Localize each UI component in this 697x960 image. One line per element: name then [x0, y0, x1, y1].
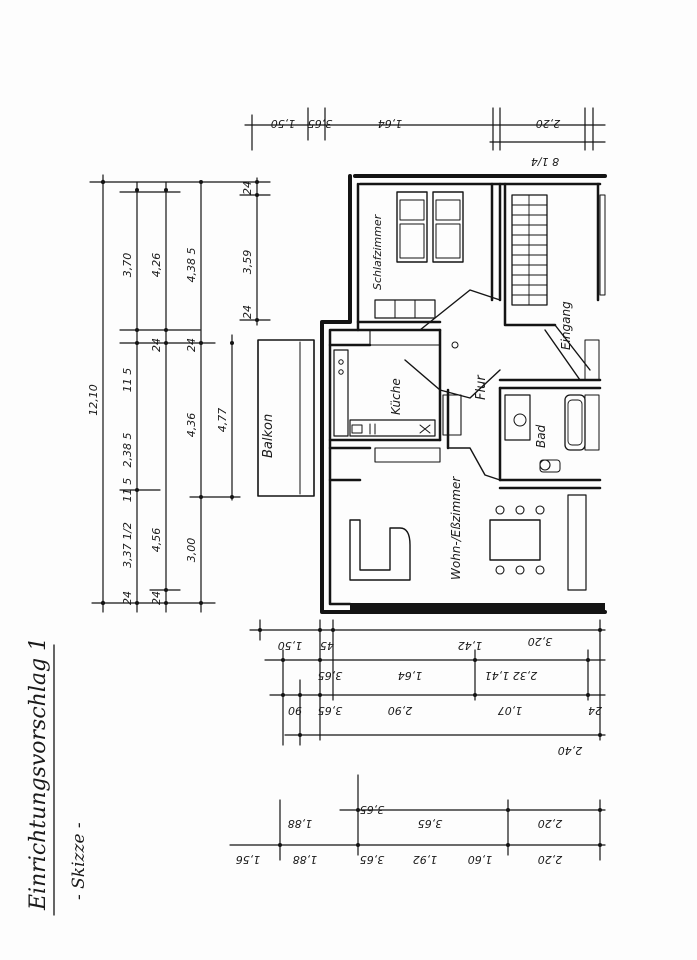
dim-side-0: 4,77 — [216, 408, 229, 433]
dim-b5-2: 3,65 — [418, 817, 443, 830]
sheet-subtitle: - Skizze - — [69, 822, 89, 900]
left-dimension-labels: 12,10 24 3,37 1/2 11 5 2,38 5 11 5 3,70 … — [87, 181, 254, 605]
dim-b5-1: 1,88 — [288, 817, 313, 830]
dim-b2-1: 1,64 — [398, 669, 423, 682]
title-block: Einrichtungsvorschlag 1 - Skizze - — [26, 637, 89, 916]
dim-row1-3: 2,38 5 — [121, 433, 134, 468]
left-dimension-chains — [89, 174, 271, 613]
dim-top-2: 1,64 — [378, 117, 403, 130]
sheet-title: Einrichtungsvorschlag 1 — [26, 637, 51, 911]
dim-row2-2: 24 — [150, 338, 163, 352]
dim-b1-2: 1,42 — [458, 639, 483, 652]
dim-b6-3: 1,92 — [413, 853, 438, 866]
room-label-eingang: Eingang — [559, 301, 573, 350]
dimension-dots-bottom — [258, 628, 602, 847]
dim-row3-1: 4,36 — [185, 413, 198, 438]
dim-top-3: 2,20 — [536, 117, 561, 130]
dim-row1-4: 11 5 — [121, 368, 134, 393]
dim-b3-1: 3,65 — [318, 704, 343, 717]
room-label-kueche: Küche — [389, 378, 403, 415]
dim-row3-3: 4,38 5 — [185, 248, 198, 283]
dim-b3-3: 1,07 — [498, 704, 523, 717]
dim-b6-1: 1,88 — [293, 853, 318, 866]
dim-b1-1: 45 — [320, 639, 334, 652]
floor-plan — [257, 174, 607, 614]
dim-b6-5: 2,20 — [538, 853, 563, 866]
dim-b3-2: 2,90 — [388, 704, 413, 717]
dim-top-0: 1,50 — [271, 117, 296, 130]
dim-row1-0: 24 — [121, 591, 134, 605]
room-label-bad: Bad — [534, 424, 548, 448]
dim-b2-0: 3,65 — [318, 669, 343, 682]
room-labels: Schlafzimmer Balkon Küche Flur Eingang B… — [261, 213, 573, 580]
dim-row4-2: 24 — [241, 181, 254, 195]
dim-row1-1: 3,37 1/2 — [121, 522, 134, 568]
dim-b1-0: 1,50 — [278, 639, 303, 652]
dim-b2-2: 2,32 — [513, 669, 538, 682]
dim-b3-0: 90 — [288, 704, 302, 717]
dim-b3-4: 24 — [588, 704, 602, 717]
dim-row2-1: 4,56 — [150, 528, 163, 553]
dim-total: 12,10 — [87, 384, 100, 416]
dim-row1-5: 3,70 — [121, 253, 134, 278]
dim-row4-1: 3,59 — [241, 250, 254, 275]
dim-row3-0: 3,00 — [185, 538, 198, 563]
dim-b5-0: 3,65 — [360, 803, 385, 816]
bottom-dimension-labels: 1,50 45 1,42 3,20 3,65 1,64 2,32 1,41 90… — [236, 635, 602, 866]
dim-b4-0: 2,40 — [558, 744, 583, 757]
dim-b6-2: 3,65 — [360, 853, 385, 866]
dim-row2-0: 24 — [150, 591, 163, 605]
room-label-flur: Flur — [474, 374, 489, 400]
dim-b5-3: 2,20 — [538, 817, 563, 830]
dim-b1-3: 3,20 — [528, 635, 553, 648]
dim-b2-3: 1,41 — [485, 669, 510, 682]
top-dimension-chain — [244, 107, 606, 151]
dim-b6-4: 1,60 — [468, 853, 493, 866]
room-label-wohn: Wohn-/Eßzimmer — [449, 476, 463, 580]
dim-row1-2: 11 5 — [121, 478, 134, 503]
dim-top-4: 8 1/4 — [531, 155, 559, 168]
dim-row3-2: 24 — [185, 338, 198, 352]
top-dimension-labels: 1,50 3,65 1,64 2,20 8 1/4 — [271, 117, 561, 168]
dim-b6-0: 1,56 — [236, 853, 261, 866]
room-label-balkon: Balkon — [261, 414, 276, 458]
room-label-schlafzimmer: Schlafzimmer — [371, 213, 384, 290]
dim-top-1: 3,65 — [308, 117, 333, 130]
dim-row4-0: 24 — [241, 305, 254, 319]
dimension-dots-left — [100, 179, 259, 606]
dim-row2-3: 4,26 — [150, 253, 163, 278]
